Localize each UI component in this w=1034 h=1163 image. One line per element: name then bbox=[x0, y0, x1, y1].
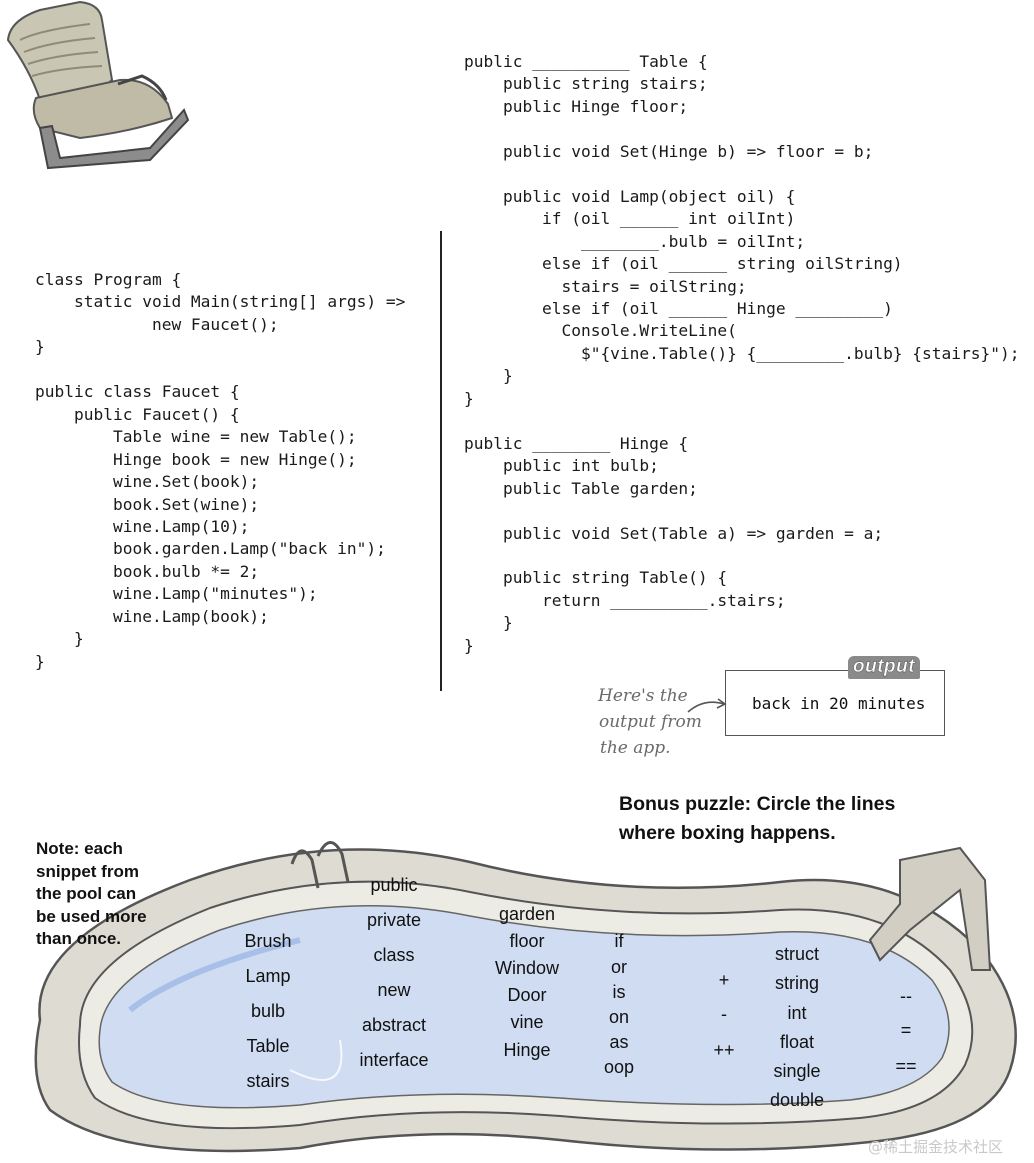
pool-snippet[interactable]: class bbox=[373, 945, 415, 965]
output-note-line: Here's the bbox=[598, 686, 688, 706]
output-note-line: the app. bbox=[600, 738, 671, 758]
bonus-line: Bonus puzzle: Circle the lines bbox=[619, 793, 896, 815]
output-label: output bbox=[848, 656, 921, 679]
output-text: back in 20 minutes bbox=[752, 694, 926, 713]
pool-snippet[interactable]: Lamp bbox=[245, 966, 291, 986]
pool-snippet[interactable]: private bbox=[366, 910, 422, 930]
pool-note-line: the pool can bbox=[36, 884, 137, 903]
pool-snippet[interactable]: Brush bbox=[244, 931, 292, 951]
pool-snippet[interactable]: as bbox=[609, 1032, 629, 1052]
divider bbox=[440, 231, 442, 691]
pool-snippet[interactable]: = bbox=[900, 1020, 912, 1040]
pool-snippet[interactable]: vine bbox=[510, 1012, 544, 1032]
output-box bbox=[725, 670, 945, 736]
pool-snippet[interactable]: interface bbox=[359, 1050, 429, 1070]
pool-snippet[interactable]: int bbox=[787, 1003, 807, 1023]
pool-note-line: be used more bbox=[36, 906, 147, 926]
pool-snippet[interactable]: == bbox=[895, 1056, 917, 1076]
pool-note-line: than once. bbox=[36, 929, 122, 948]
pool-snippet[interactable]: float bbox=[779, 1032, 815, 1052]
pool-snippet[interactable]: ++ bbox=[713, 1040, 735, 1060]
pool-snippet[interactable]: double bbox=[769, 1090, 825, 1110]
pool-snippet[interactable]: + bbox=[718, 970, 730, 990]
pool-snippet[interactable]: stairs bbox=[246, 1071, 290, 1091]
pool-snippet[interactable]: floor bbox=[509, 931, 545, 951]
pool-snippet[interactable]: oop bbox=[603, 1057, 635, 1077]
bonus-puzzle: Bonus puzzle: Circle the lines where box… bbox=[619, 790, 895, 848]
pool-snippet[interactable]: is bbox=[612, 982, 626, 1002]
pool-snippet[interactable]: - bbox=[721, 1004, 727, 1024]
pool-snippet[interactable]: public bbox=[370, 875, 418, 895]
pool-snippet[interactable]: Door bbox=[507, 985, 547, 1005]
pool-note-line: Note: each bbox=[36, 839, 123, 858]
watermark: @稀土掘金技术社区 bbox=[868, 1138, 1004, 1156]
pool-snippet[interactable]: or bbox=[610, 957, 628, 977]
pool-snippet[interactable]: string bbox=[774, 973, 820, 993]
output-note-line: output from bbox=[599, 712, 702, 732]
pool-note-line: snippet from bbox=[36, 861, 139, 881]
pool-snippet[interactable]: abstract bbox=[361, 1015, 427, 1035]
pool-snippet[interactable]: Hinge bbox=[503, 1040, 551, 1060]
pool-snippet[interactable]: garden bbox=[498, 904, 556, 924]
pool-snippet[interactable]: bulb bbox=[250, 1001, 286, 1021]
pool-illustration bbox=[34, 841, 1017, 1153]
pool-snippet[interactable]: single bbox=[773, 1061, 821, 1081]
pool-snippet[interactable]: Table bbox=[246, 1036, 290, 1056]
pool-note: Note: each snippet from the pool can be … bbox=[36, 838, 147, 951]
pool-snippet[interactable]: on bbox=[608, 1007, 630, 1027]
bonus-line: where boxing happens. bbox=[619, 822, 836, 844]
code-left: class Program { static void Main(string[… bbox=[35, 270, 406, 671]
pool-snippet[interactable]: -- bbox=[900, 986, 912, 1006]
code-right: public __________ Table { public string … bbox=[464, 52, 1020, 655]
pool-snippet[interactable]: struct bbox=[774, 944, 820, 964]
chair-illustration bbox=[6, 0, 190, 170]
pool-snippet[interactable]: new bbox=[377, 980, 411, 1000]
arrow-icon bbox=[687, 698, 727, 713]
pool-snippet[interactable]: Window bbox=[494, 958, 560, 978]
pool-snippet[interactable]: if bbox=[614, 931, 624, 951]
